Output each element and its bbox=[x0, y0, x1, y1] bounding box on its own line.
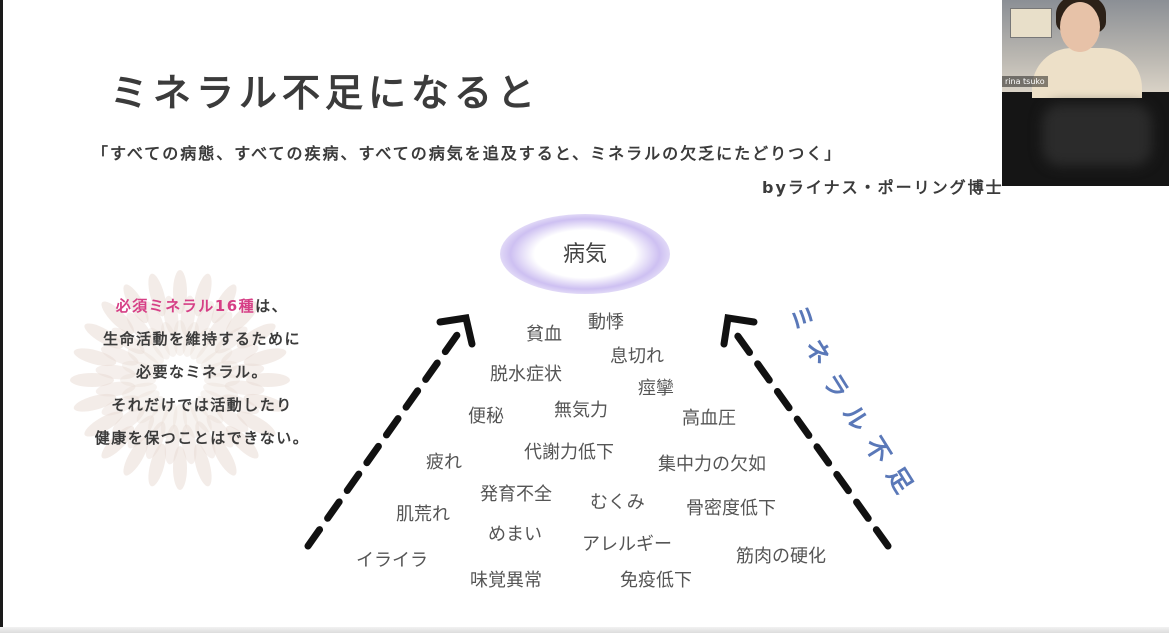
symptom-item: 動悸 bbox=[588, 308, 624, 334]
symptom-item: 痙攣 bbox=[638, 374, 674, 400]
symptom-item: 脱水症状 bbox=[490, 360, 562, 386]
symptom-item: 無気力 bbox=[554, 396, 608, 422]
symptom-item: 集中力の欠如 bbox=[658, 450, 766, 476]
symptom-item: 味覚異常 bbox=[470, 566, 542, 592]
symptom-item: イライラ bbox=[356, 546, 428, 572]
webcam-person-face bbox=[1060, 2, 1100, 52]
bottom-edge bbox=[0, 627, 1169, 633]
webcam-blurred-area bbox=[1042, 104, 1152, 166]
webcam-overlay[interactable]: rina tsuko bbox=[1002, 0, 1169, 186]
symptom-item: 骨密度低下 bbox=[686, 494, 776, 520]
symptom-item: 高血圧 bbox=[682, 404, 736, 430]
symptom-item: アレルギー bbox=[582, 530, 672, 556]
symptom-item: 免疫低下 bbox=[620, 566, 692, 592]
symptom-item: 代謝力低下 bbox=[524, 438, 614, 464]
webcam-shelf bbox=[1010, 8, 1052, 38]
symptom-item: 貧血 bbox=[526, 320, 562, 346]
symptom-item: 発育不全 bbox=[480, 480, 552, 506]
symptom-item: 筋肉の硬化 bbox=[736, 542, 826, 568]
symptom-item: むくみ bbox=[590, 488, 645, 514]
webcam-person-body bbox=[1032, 48, 1142, 98]
webcam-name-tag: rina tsuko bbox=[1002, 76, 1048, 87]
symptom-item: 肌荒れ bbox=[396, 500, 450, 526]
symptom-item: 疲れ bbox=[426, 448, 462, 474]
symptom-item: 便秘 bbox=[468, 402, 504, 428]
symptom-item: めまい bbox=[488, 520, 542, 546]
symptom-item: 息切れ bbox=[610, 342, 664, 368]
